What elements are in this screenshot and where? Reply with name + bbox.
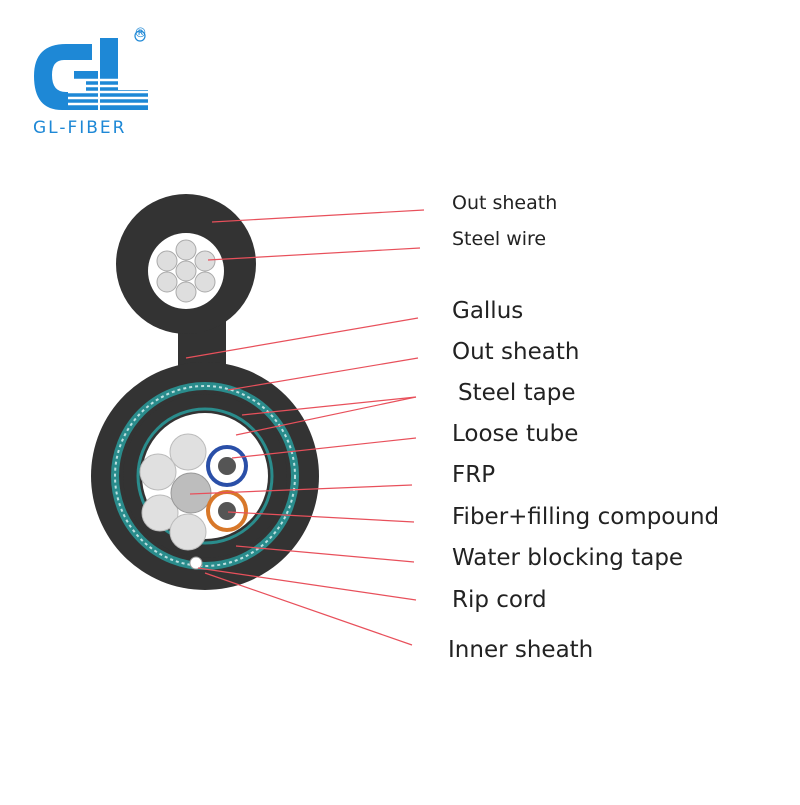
label-rip-cord: Rip cord xyxy=(452,587,547,613)
leader-lines xyxy=(185,209,425,646)
label-steel-wire: Steel wire xyxy=(452,228,547,250)
water-blocking-tape xyxy=(136,407,274,545)
label-loose-tube: Loose tube xyxy=(452,421,579,447)
label-fiber-filling-compound: Fiber+filling compound xyxy=(452,504,720,530)
label-out-sheath-top: Out sheath xyxy=(452,192,558,214)
label-frp: FRP xyxy=(452,462,496,488)
messenger-section xyxy=(116,194,256,380)
label-steel-tape: Steel tape xyxy=(458,380,576,406)
label-out-sheath: Out sheath xyxy=(452,339,580,365)
filler-rods xyxy=(139,433,207,551)
gl-fiber-logo xyxy=(34,30,150,110)
rip-cord xyxy=(189,556,203,570)
steel-wire-strands xyxy=(156,239,216,303)
registered-mark: ® xyxy=(134,26,147,41)
loose-tube-orange xyxy=(206,490,248,532)
label-inner-sheath: Inner sheath xyxy=(448,637,594,663)
label-gallus: Gallus xyxy=(452,298,524,324)
main-cable-section xyxy=(91,362,319,590)
loose-tube-blue xyxy=(206,445,248,487)
brand-name: GL-FIBER xyxy=(33,118,127,138)
label-water-blocking-tape: Water blocking tape xyxy=(452,545,684,571)
